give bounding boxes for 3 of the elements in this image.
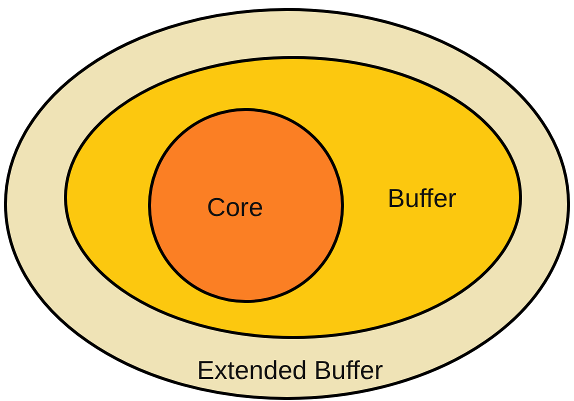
zone-label: Core (206, 194, 264, 220)
zone-label: Buffer (388, 185, 456, 211)
zone-label: Extended Buffer (197, 357, 383, 383)
